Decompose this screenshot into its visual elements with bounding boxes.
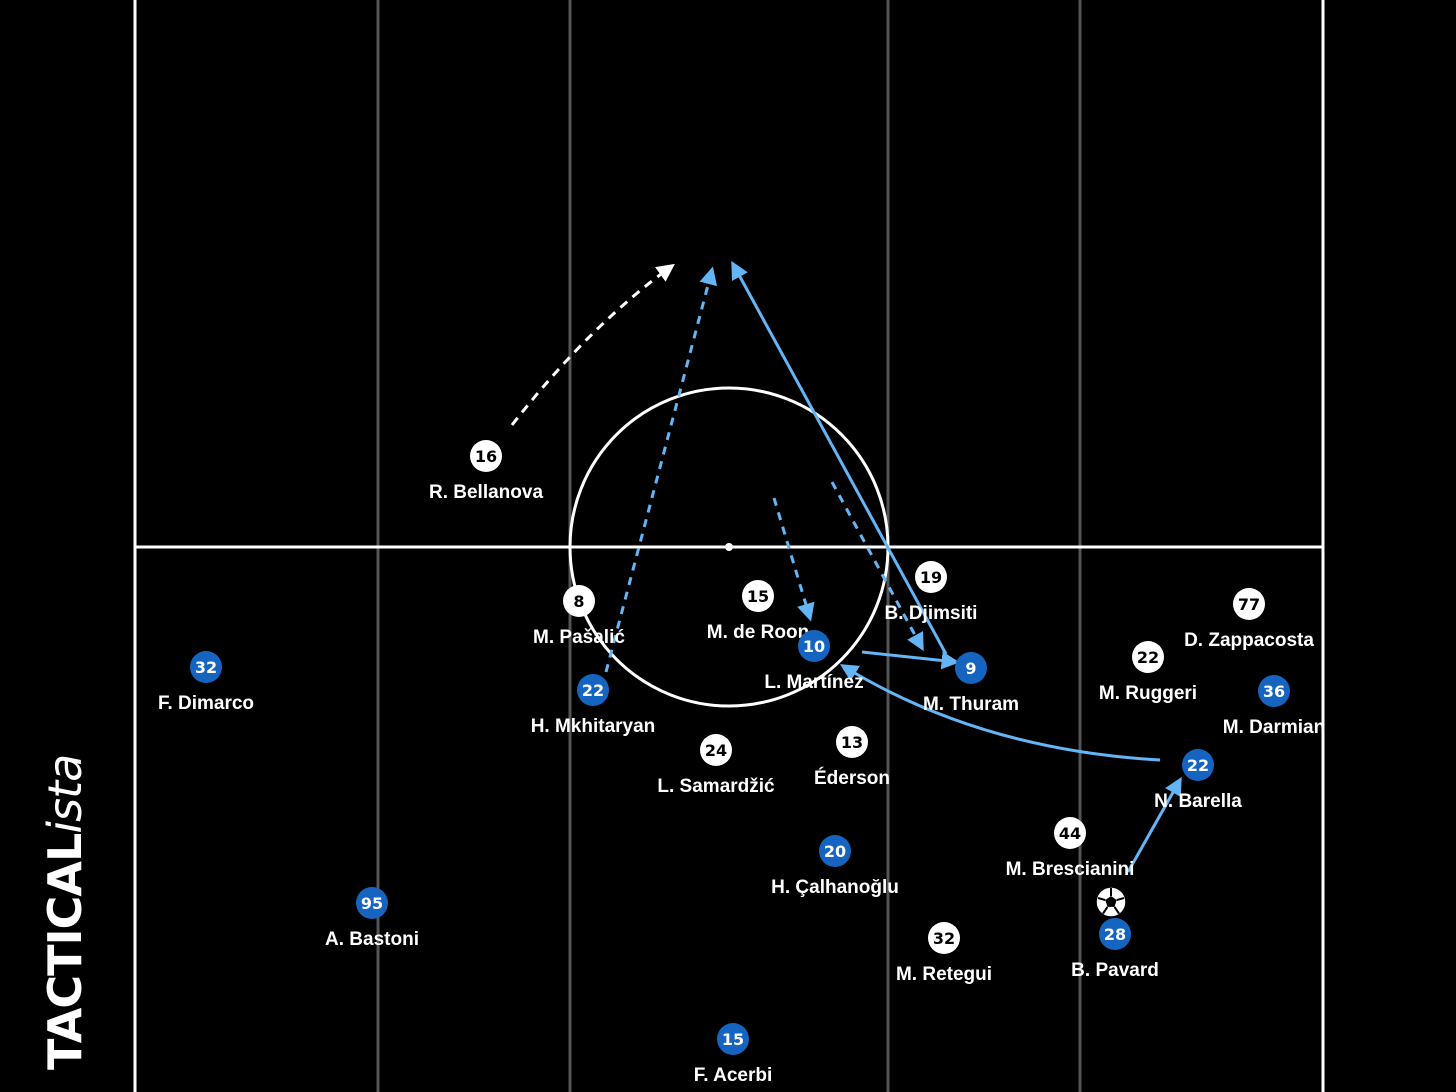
player-number: 28: [1104, 925, 1126, 944]
player-badge: [1258, 675, 1290, 707]
player-name: F. Dimarco: [158, 693, 254, 714]
player-marker: 36 M. Darmian: [1223, 675, 1325, 738]
player-marker: 77 D. Zappacosta: [1184, 588, 1314, 651]
players-layer: 16 R. Bellanova 8 M. Pašalić 15 M. de Roon 19B…: [158, 440, 1325, 1086]
player-marker: 44 M. Brescianini: [1006, 817, 1135, 880]
player-badge: [1099, 918, 1131, 950]
player-name: N. Barella: [1154, 791, 1242, 812]
player-marker: 95 A. Bastoni: [325, 887, 419, 950]
bellanova-run-arrow: [510, 263, 675, 426]
djimsiti-press-arrow: [830, 481, 924, 652]
player-name: F. Acerbi: [694, 1065, 773, 1086]
player-marker: 8 M. Pašalić: [533, 585, 625, 648]
center-spot: [725, 543, 733, 551]
player-name: M. Brescianini: [1006, 859, 1135, 880]
pavard-pass-arrow: [1126, 776, 1182, 873]
player-marker: 22 M. Ruggeri: [1099, 641, 1197, 704]
player-marker: 22 N. Barella: [1154, 749, 1242, 812]
tacticalista-logo: TACTICALista: [38, 755, 92, 1070]
player-name: M. Thuram: [923, 694, 1019, 715]
player-number: 22: [1187, 756, 1209, 775]
player-badge: [577, 674, 609, 706]
player-marker: 32 M. Retegui: [896, 922, 992, 985]
martinez-pass-arrow: [861, 650, 960, 670]
player-number: 24: [705, 741, 727, 760]
player-badge: [1182, 749, 1214, 781]
player-name: Éderson: [814, 767, 890, 789]
player-name: M. Ruggeri: [1099, 683, 1197, 704]
player-badge: [1132, 641, 1164, 673]
player-number: 95: [361, 894, 383, 913]
player-badge: [798, 630, 830, 662]
thuram-run-arrow: [731, 260, 948, 655]
player-number: 36: [1263, 682, 1285, 701]
player-badge: [1054, 817, 1086, 849]
player-name: H. Çalhanoğlu: [771, 877, 899, 898]
player-badge: [700, 734, 732, 766]
player-number: 32: [195, 658, 217, 677]
player-name: M. Retegui: [896, 964, 992, 985]
player-number: 13: [841, 733, 863, 752]
barella-pass-arrow: [839, 664, 1161, 762]
player-name: A. Bastoni: [325, 929, 419, 950]
player-name: D. Zappacosta: [1184, 630, 1314, 651]
player-marker: 20 H. Çalhanoğlu: [771, 835, 899, 898]
ball-icon: [1095, 886, 1127, 918]
player-marker: 16 R. Bellanova: [429, 440, 543, 503]
player-marker: 22 H. Mkhitaryan: [531, 674, 656, 737]
player-number: 9: [965, 659, 976, 678]
player-number: 15: [722, 1030, 744, 1049]
logo-main: TACTICAL: [38, 833, 92, 1070]
player-name: R. Bellanova: [429, 482, 543, 503]
player-name: B. Pavard: [1071, 960, 1159, 981]
player-badge: [915, 561, 947, 593]
player-marker: 10 L. Martínez: [764, 630, 864, 693]
player-marker: 24 L. Samardžić: [657, 734, 775, 797]
player-marker: 15 M. de Roon: [707, 580, 809, 643]
player-number: 77: [1238, 595, 1260, 614]
player-marker: 15 F. Acerbi: [694, 1023, 773, 1086]
player-badge: [742, 580, 774, 612]
player-number: 22: [1137, 648, 1159, 667]
player-badge: [563, 585, 595, 617]
player-name: B. Djimsiti: [885, 603, 978, 624]
player-name: M. Pašalić: [533, 627, 625, 648]
player-name: L. Martínez: [764, 672, 863, 693]
player-marker: 28 B. Pavard: [1071, 918, 1159, 981]
player-name: M. de Roon: [707, 622, 809, 643]
player-number: 20: [824, 842, 846, 861]
player-number: 16: [475, 447, 497, 466]
player-badge: [470, 440, 502, 472]
player-number: 22: [582, 681, 604, 700]
player-badge: [1233, 588, 1265, 620]
player-badge: [955, 652, 987, 684]
player-number: 10: [803, 637, 825, 656]
arrows: [510, 260, 1182, 873]
player-name: M. Darmian: [1223, 717, 1325, 738]
player-name: H. Mkhitaryan: [531, 716, 656, 737]
player-number: 8: [573, 592, 584, 611]
player-badge: [190, 651, 222, 683]
player-badge: [356, 887, 388, 919]
player-number: 44: [1059, 824, 1081, 843]
player-badge: [819, 835, 851, 867]
player-number: 19: [920, 568, 942, 587]
player-badge: [717, 1023, 749, 1055]
logo-suffix: ista: [38, 754, 92, 834]
mkhitaryan-run-arrow: [604, 266, 718, 673]
player-number: 15: [747, 587, 769, 606]
player-badge: [836, 726, 868, 758]
player-number: 32: [933, 929, 955, 948]
player-name: L. Samardžić: [657, 776, 775, 797]
deroon-press-arrow: [772, 497, 815, 622]
player-marker: 19 B. Djimsiti: [885, 561, 978, 624]
player-marker: 32 F. Dimarco: [158, 651, 254, 714]
player-badge: [928, 922, 960, 954]
player-marker: 9 M. Thuram: [923, 652, 1019, 715]
